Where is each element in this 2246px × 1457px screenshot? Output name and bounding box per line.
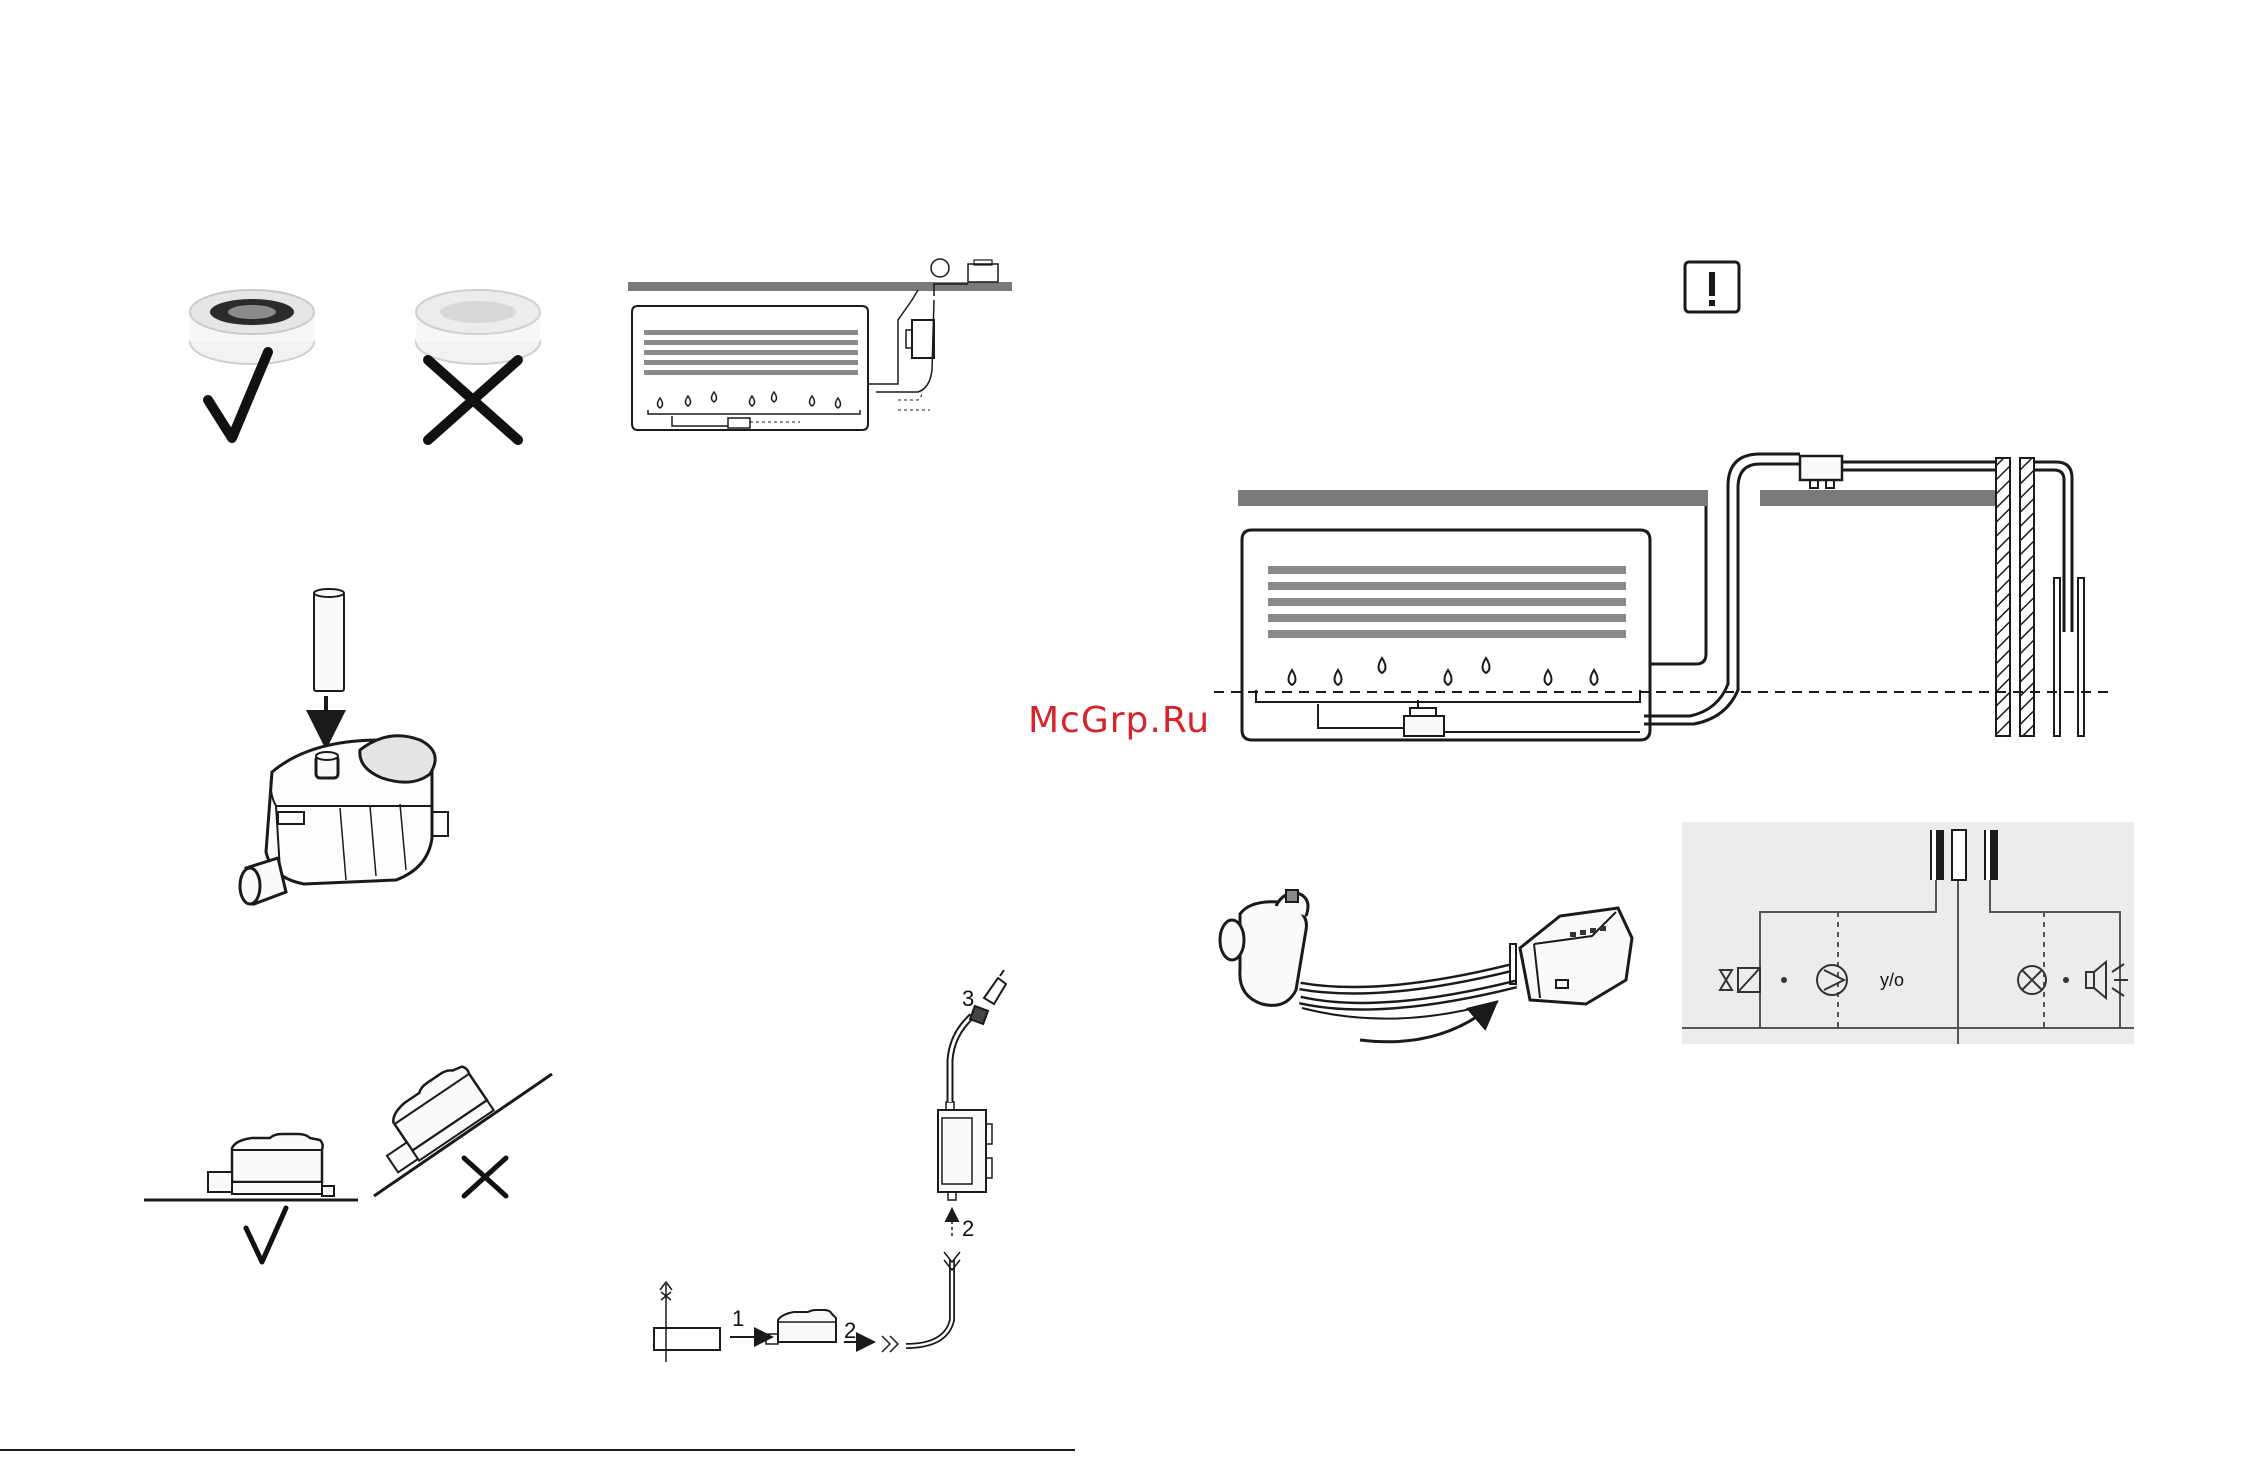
droplet-icons bbox=[1289, 658, 1598, 685]
connection-sequence-diagram bbox=[654, 970, 1006, 1362]
step-label-2: 2 bbox=[962, 1216, 974, 1241]
or-label: y/o bbox=[1880, 970, 1904, 990]
wiring-diagram-panel: y/o bbox=[1682, 822, 2134, 1044]
mini-pump-in-tray bbox=[1404, 716, 1444, 736]
wall-hatched bbox=[2020, 458, 2034, 736]
pump-sensor-connection bbox=[1220, 890, 1632, 1042]
pump-level-correct bbox=[144, 1134, 358, 1200]
check-mark-icon bbox=[246, 1208, 286, 1262]
filter-ring-incorrect bbox=[416, 290, 540, 364]
check-mark-icon bbox=[208, 352, 268, 438]
pump-pipe-insertion-diagram bbox=[240, 589, 448, 904]
pump-unit bbox=[1800, 456, 1842, 480]
cross-mark-icon bbox=[464, 1158, 506, 1196]
warning-icon bbox=[1685, 262, 1739, 312]
pump-tilted-incorrect bbox=[366, 1060, 552, 1196]
filter-ring-correct bbox=[190, 290, 314, 364]
wire-terminals bbox=[1930, 830, 1998, 880]
watermark-text: McGrp.Ru bbox=[1028, 700, 1210, 741]
cross-mark-icon bbox=[428, 360, 518, 440]
step-label-2: 2 bbox=[844, 1318, 856, 1343]
step-label-3: 3 bbox=[962, 986, 974, 1011]
indoor-unit-grille bbox=[1268, 566, 1626, 638]
wall-hatched bbox=[1996, 458, 2010, 736]
ceiling-shelf bbox=[1238, 490, 1708, 506]
small-indoor-unit-diagram bbox=[628, 259, 1012, 430]
small-droplet-icons bbox=[658, 392, 841, 408]
separator-dot bbox=[2063, 977, 2069, 983]
step-label-1: 1 bbox=[732, 1306, 744, 1331]
ceiling-shelf-right bbox=[1760, 490, 1996, 506]
large-installation-diagram bbox=[1214, 454, 2110, 740]
separator-dot bbox=[1781, 977, 1787, 983]
